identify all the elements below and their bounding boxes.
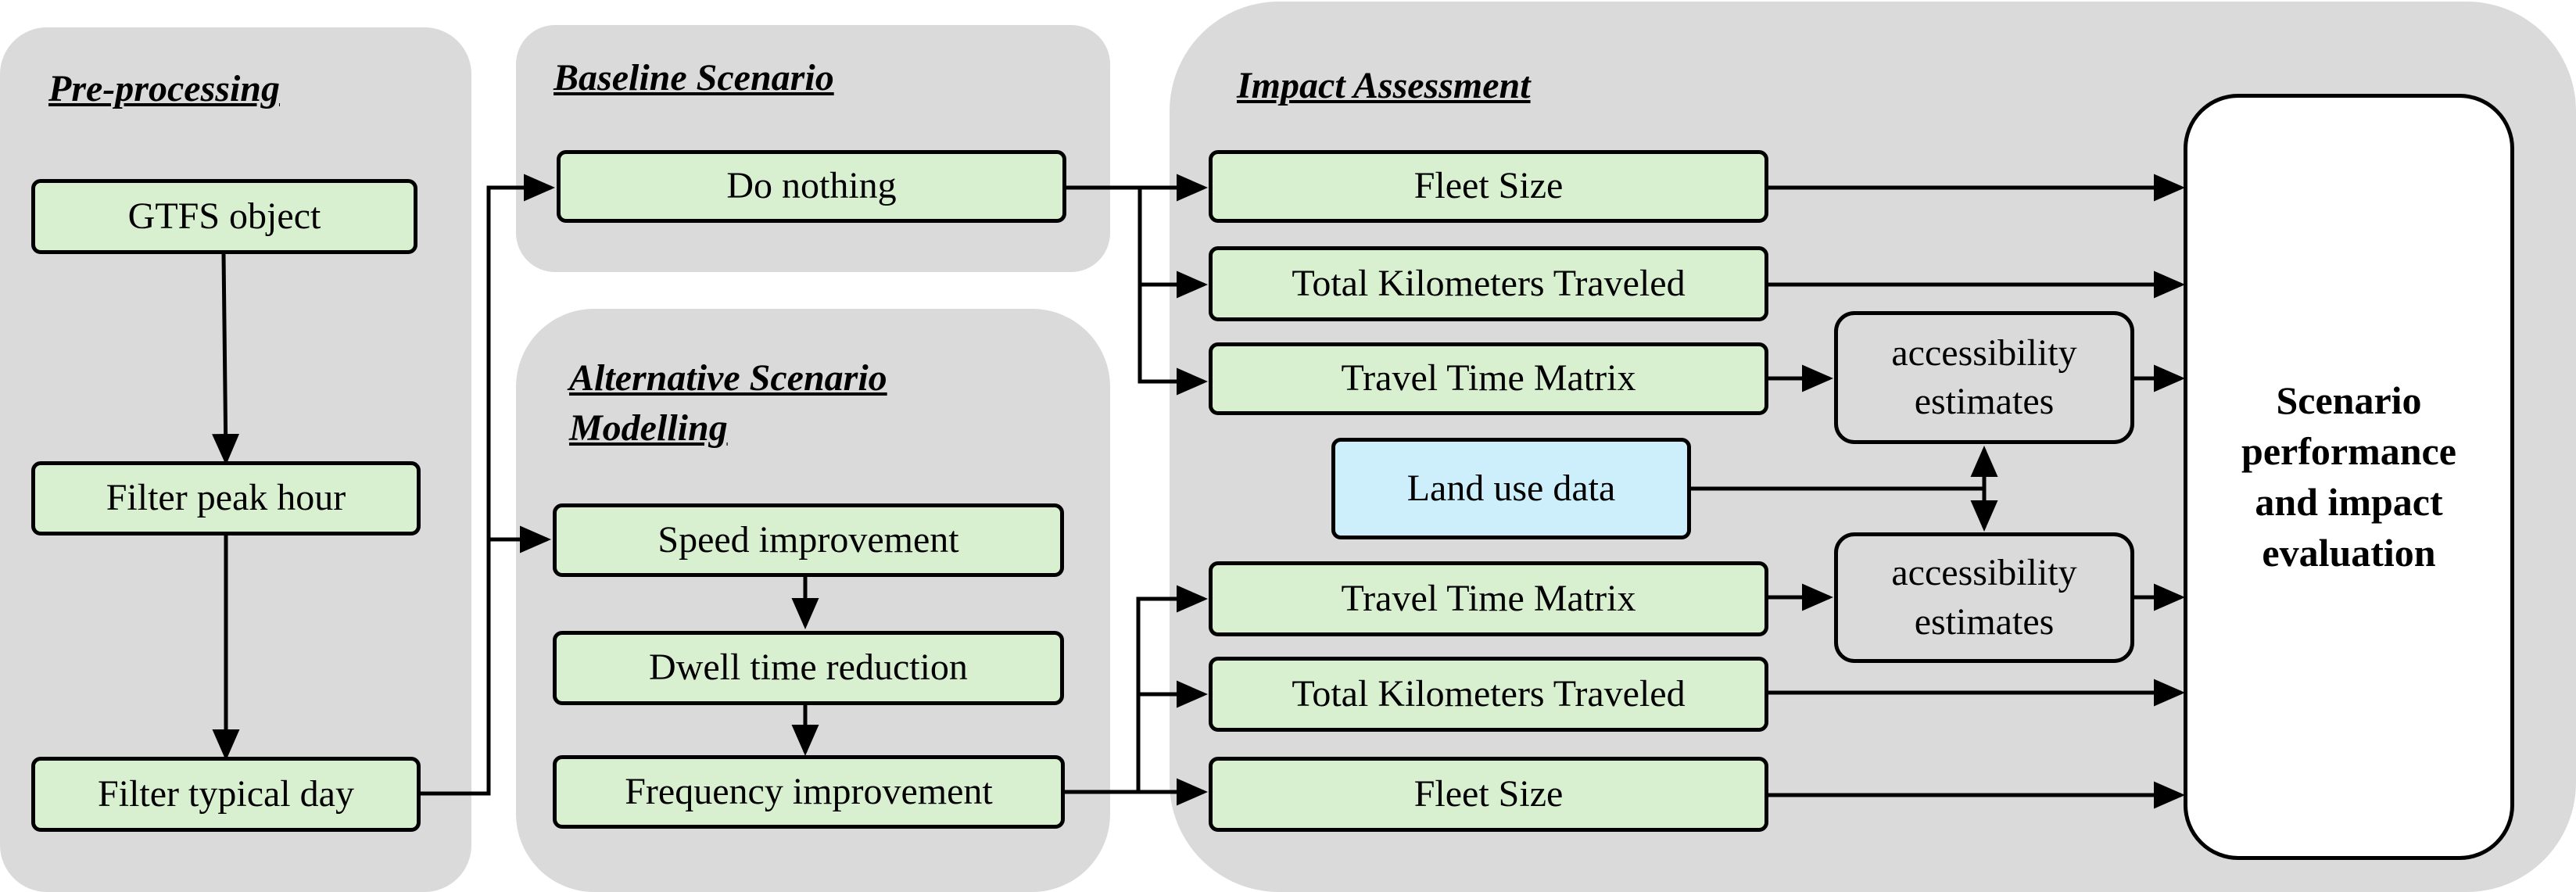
fleet-size-top-box: Fleet Size <box>1209 150 1768 223</box>
total-km-top-box: Total Kilometers Traveled <box>1209 246 1768 321</box>
arrow-baseline-to-km <box>1138 188 1208 299</box>
gtfs-object-box: GTFS object <box>31 179 417 254</box>
frequency-improvement-box: Frequency improvement <box>553 755 1065 829</box>
arrow-gtfs-to-peak <box>212 253 240 465</box>
evaluation-line3: and impact <box>2255 480 2443 524</box>
travel-time-matrix-bottom-box: Travel Time Matrix <box>1209 561 1768 636</box>
land-use-data-box: Land use data <box>1331 438 1691 539</box>
arrow-frequency-to-ttm <box>1136 585 1208 694</box>
arrow-frequency-to-km <box>1136 680 1208 792</box>
accessibility-top-line1: accessibility <box>1891 331 2077 374</box>
arrow-typical-to-baseline <box>421 174 555 796</box>
filter-peak-hour-box: Filter peak hour <box>31 461 421 536</box>
alternative-title: Alternative Scenario Modelling <box>569 353 887 453</box>
evaluation-line1: Scenario <box>2276 378 2422 422</box>
total-km-bottom-box: Total Kilometers Traveled <box>1209 657 1768 732</box>
accessibility-bottom-line1: accessibility <box>1891 552 2077 594</box>
do-nothing-box: Do nothing <box>557 150 1066 223</box>
baseline-title: Baseline Scenario <box>554 57 834 99</box>
preprocessing-title: Pre-processing <box>48 68 280 109</box>
alternative-title-line2: Modelling <box>569 407 728 449</box>
speed-improvement-box: Speed improvement <box>553 503 1064 577</box>
accessibility-top-line2: estimates <box>1914 381 2055 422</box>
alternative-title-line1: Alternative Scenario <box>569 357 887 399</box>
filter-typical-day-box: Filter typical day <box>31 757 421 832</box>
impact-title: Impact Assessment <box>1237 65 1531 106</box>
arrow-baseline-to-ttm <box>1138 285 1208 396</box>
evaluation-line2: performance <box>2241 429 2456 473</box>
accessibility-estimates-bottom-box: accessibility estimates <box>1834 532 2134 663</box>
accessibility-bottom-line2: estimates <box>1914 600 2055 643</box>
scenario-evaluation-box: Scenario performance and impact evaluati… <box>2184 94 2514 860</box>
travel-time-matrix-top-box: Travel Time Matrix <box>1209 342 1768 415</box>
baseline-panel <box>516 25 1110 272</box>
accessibility-estimates-top-box: accessibility estimates <box>1834 311 2134 444</box>
fleet-size-bottom-box: Fleet Size <box>1209 757 1768 832</box>
evaluation-line4: evaluation <box>2262 531 2436 575</box>
dwell-time-reduction-box: Dwell time reduction <box>553 631 1064 705</box>
